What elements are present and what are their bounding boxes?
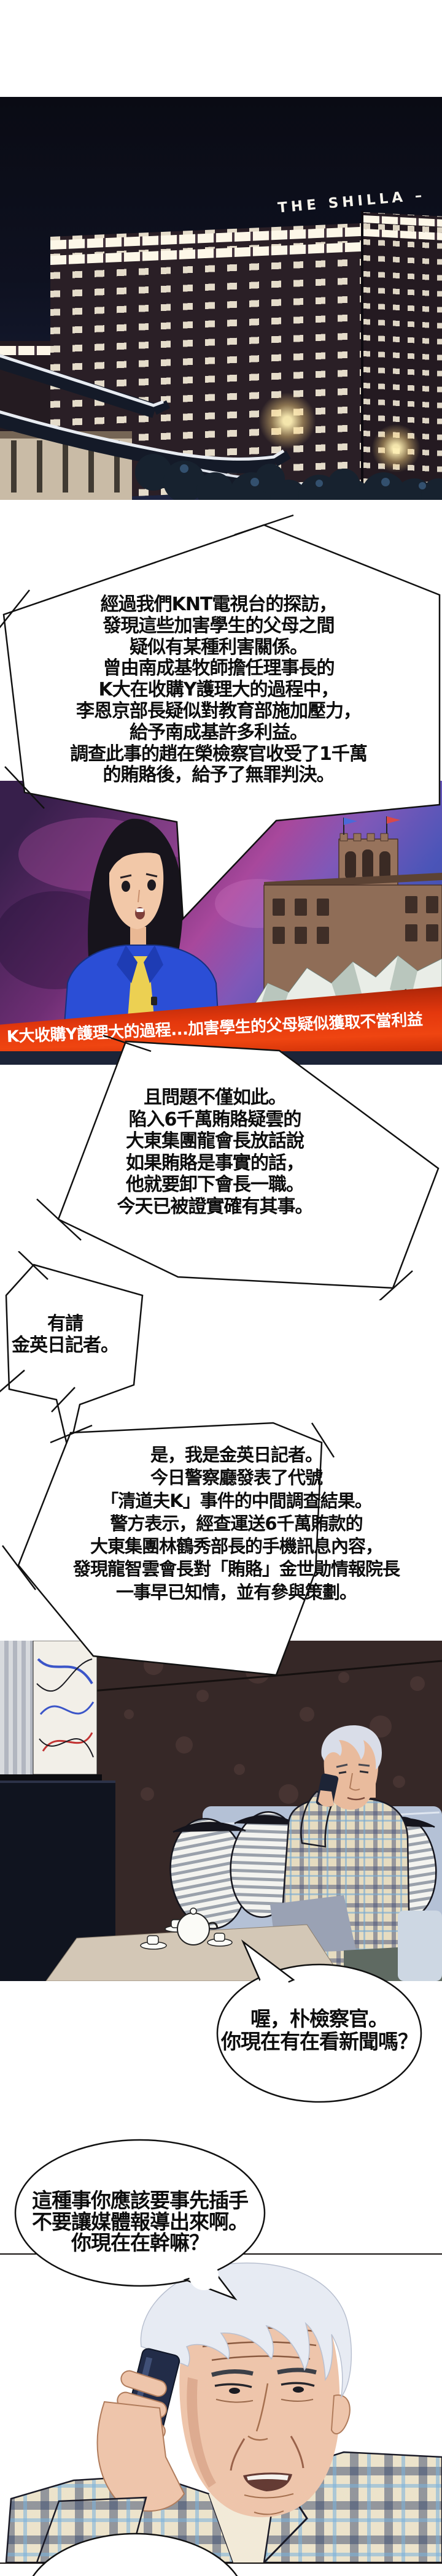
bubble1-line: 發現這些加害學生的父母之間 — [103, 615, 335, 637]
bubble4-line: 「清道夫K」事件的中間調查結果。 — [101, 1490, 372, 1511]
panel-living-room — [0, 1640, 442, 1982]
panel-closeup-man — [0, 2253, 442, 2564]
bubble1-line: 李恩京部長疑似對教育部施加壓力， — [76, 700, 362, 722]
gate-foreground — [0, 354, 442, 500]
bubble4-line: 一事早已知情，並有參與策劃。 — [115, 1581, 357, 1603]
bubble6-text: 這種事你應該要事先插手 不要讓媒體報導出來啊。 你現在在幹嘛？ — [12, 2190, 268, 2254]
teacup — [147, 1935, 159, 1945]
lantern-glow — [258, 391, 317, 450]
bubble1-line: K大在收購Y護理大的過程中， — [98, 679, 339, 701]
bubble6-line: 你現在在幹嘛？ — [71, 2231, 209, 2255]
speech-bubble-1 — [0, 514, 441, 921]
bubble6-line: 這種事你應該要事先插手 — [32, 2188, 249, 2212]
bubble2-line: 大東集團龍會長放話說 — [126, 1130, 304, 1152]
living-room-scene — [0, 1640, 442, 1982]
flag-blue — [344, 818, 357, 825]
panel-hotel-night: THE SHILLA – — [0, 97, 442, 500]
bubble5-line: 你現在有在看新聞嗎？ — [221, 2029, 418, 2053]
bubble1-line: 經過我們KNT電視台的探訪， — [100, 594, 338, 615]
clip-microphone — [151, 997, 157, 1005]
lit-window-band — [0, 346, 53, 355]
bubble5-line: 喔，朴檢察官。 — [250, 2007, 389, 2031]
eye — [229, 2388, 240, 2394]
bubble2-text: 且問題不僅如此。 陷入6千萬賄賂疑雲的 大東集團龍會長放話說 如果賄賂是事實的話… — [0, 1087, 430, 1218]
speech-bubble-3 — [0, 1251, 144, 1453]
bubble4-line: 警方表示，經查運送6千萬賄款的 — [110, 1512, 363, 1534]
bubble1-line: 給予南成基許多利益。 — [130, 721, 308, 743]
bubble1-line: 的賄賂後，給予了無罪判決。 — [103, 764, 335, 786]
bubble1-line: 調查此事的趙在榮檢察官收受了1千萬 — [70, 743, 368, 765]
bubble2-line: 陷入6千萬賄賂疑雲的 — [128, 1108, 302, 1130]
bubble3-line: 有請 — [47, 1313, 83, 1335]
bubble4-line: 發現龍智雲會長對「賄賂」金世勛情報院長 — [72, 1558, 400, 1580]
closeup-scene — [5, 2262, 442, 2564]
wall-artwork — [0, 1640, 102, 1781]
bubble4-line: 大東集團林鶴秀部長的手機訊息內容， — [90, 1536, 383, 1557]
building-corner — [361, 211, 364, 500]
sofa-armrest — [398, 1911, 442, 1981]
bubble5-text: 喔，朴檢察官。 你現在有在看新聞嗎？ — [216, 2007, 422, 2053]
bubble4-line: 今日警察廳發表了代號 — [150, 1467, 323, 1489]
eye — [293, 2386, 304, 2393]
eyebrow — [211, 2369, 254, 2377]
speech-bubble-partial-bottom — [32, 2532, 238, 2576]
bubble2-line: 他就要卸下會長一職。 — [126, 1174, 304, 1196]
flag-red — [387, 816, 400, 824]
reporter-face — [109, 837, 164, 929]
bubble1-line: 疑似有某種利害關係。 — [130, 636, 308, 658]
bubble4-line: 是，我是金英日記者。 — [150, 1444, 323, 1465]
bubble2-line: 且問題不僅如此。 — [144, 1087, 287, 1108]
bubble3-text: 有請 金英日記者。 — [4, 1313, 126, 1356]
speech-bubble-2 — [36, 1034, 440, 1300]
bubble1-text: 經過我們KNT電視台的探訪， 發現這些加害學生的父母之間 疑似有某種利害關係。 … — [0, 594, 437, 786]
lantern-glow — [371, 423, 421, 473]
man-hand — [318, 1790, 334, 1807]
man-hair-closeup — [140, 2262, 352, 2399]
man-hair — [321, 1725, 382, 1769]
eyebrow — [277, 2367, 317, 2375]
bubble4-text: 是，我是金英日記者。 今日警察廳發表了代號 「清道夫K」事件的中間調查結果。 警… — [31, 1444, 442, 1604]
bush-highlights — [180, 464, 426, 489]
bubble6-line: 不要讓媒體報導出來啊。 — [32, 2209, 249, 2234]
speech-bubble-4 — [2, 1422, 335, 1676]
bubble3-line: 金英日記者。 — [12, 1335, 119, 1356]
ear — [330, 2394, 351, 2435]
bushes — [135, 454, 442, 500]
bubble1-line: 曾由南成基牧師擔任理事長的 — [103, 657, 335, 680]
speech-bubble-6 — [14, 2139, 266, 2301]
bubble2-line: 如果賄賂是事實的話， — [126, 1152, 304, 1174]
bubble2-line: 今天已被證實確有其事。 — [117, 1195, 314, 1217]
speech-bubble-5 — [216, 1939, 422, 2103]
